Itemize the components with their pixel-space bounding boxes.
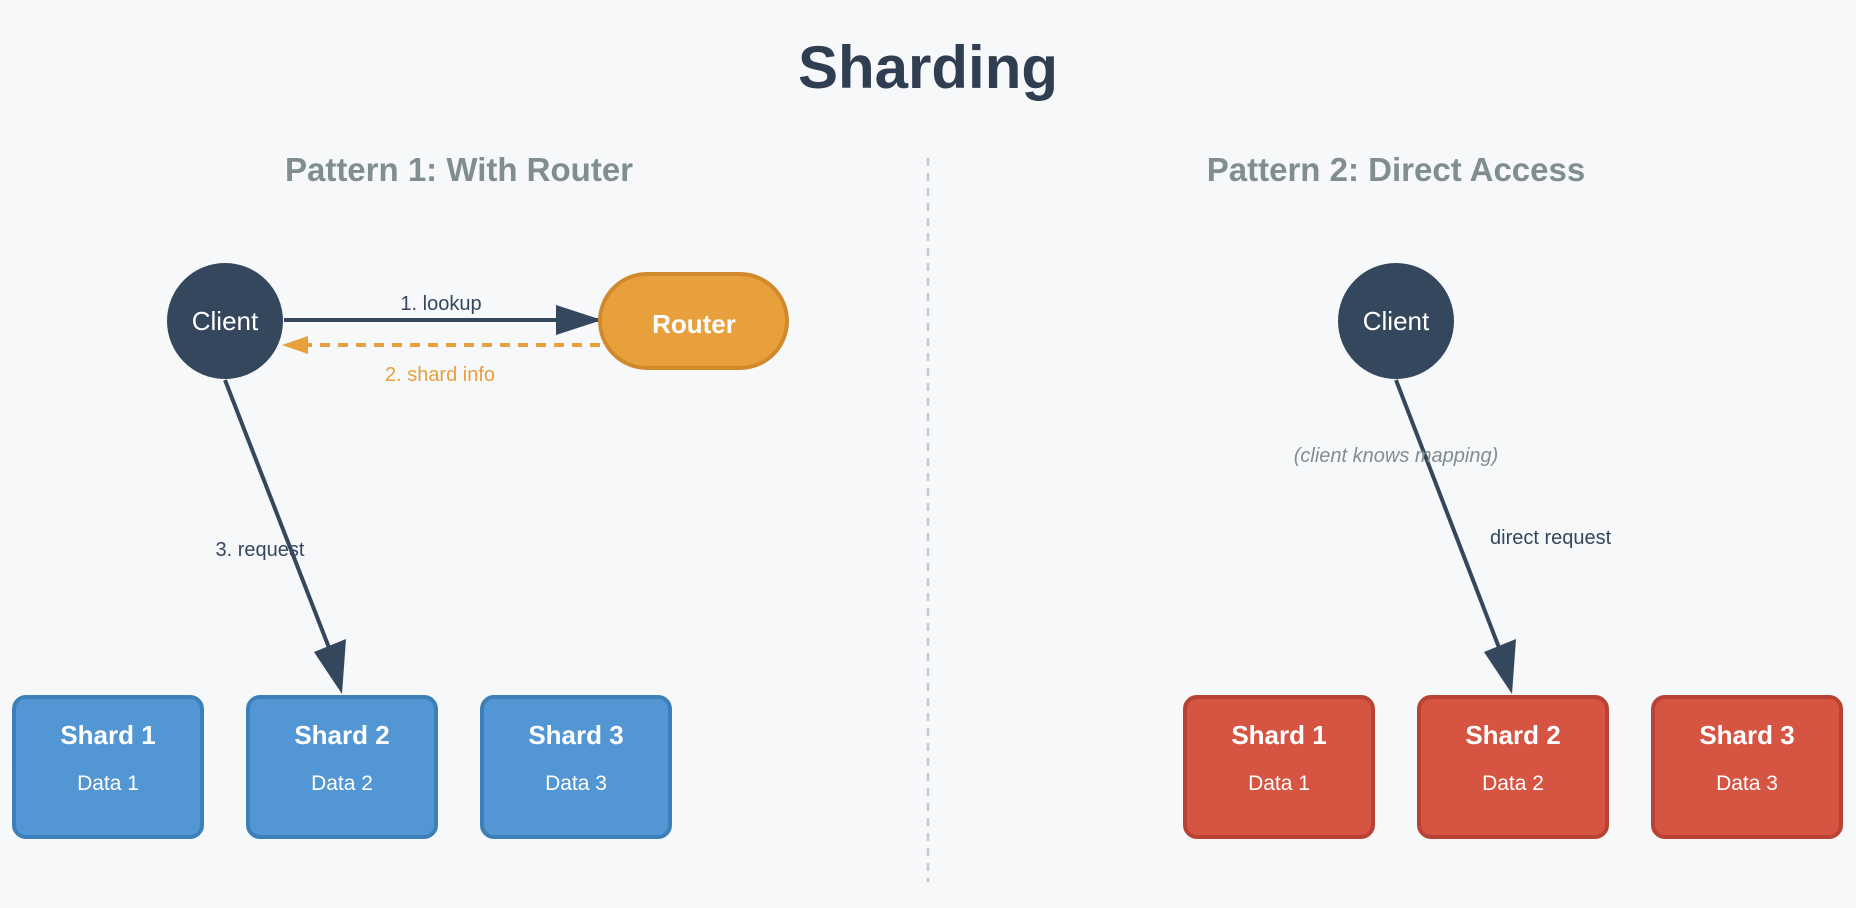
shard-title: Shard 3 (528, 720, 623, 750)
edge-request-label: 3. request (216, 539, 305, 561)
edge-request-arrowhead (314, 639, 346, 694)
shard-data: Data 1 (1248, 772, 1310, 795)
edge-lookup-arrowhead (556, 305, 602, 335)
shard-title: Shard 2 (1465, 720, 1560, 750)
edge-shard-info-arrowhead (282, 336, 308, 354)
edge-direct-request-arrowhead (1484, 639, 1516, 694)
router-node: Router (598, 272, 789, 370)
page-title: Sharding (798, 34, 1058, 101)
shard-data: Data 2 (311, 772, 373, 795)
client-mapping-note: (client knows mapping) (1294, 445, 1499, 467)
shard-1-node: Shard 1 Data 1 (12, 695, 204, 839)
client-node: Client (1338, 263, 1454, 379)
shard-2-node: Shard 2 Data 2 (1417, 695, 1609, 839)
pattern2-group: Pattern 2: Direct Access direct request … (1183, 151, 1843, 839)
edge-direct-request-label: direct request (1490, 527, 1612, 549)
edge-shard-info-label: 2. shard info (385, 364, 495, 386)
pattern1-group: Pattern 1: With Router 1. lookup 2. shar… (12, 151, 789, 839)
shard-data: Data 1 (77, 772, 139, 795)
client-node: Client (167, 263, 283, 379)
shard-2-node: Shard 2 Data 2 (246, 695, 438, 839)
edge-direct-request (1394, 379, 1505, 659)
shard-title: Shard 2 (294, 720, 389, 750)
shard-3-node: Shard 3 Data 3 (1651, 695, 1843, 839)
edge-request (223, 379, 335, 659)
shard-data: Data 3 (545, 772, 607, 795)
shard-title: Shard 3 (1699, 720, 1794, 750)
shard-title: Shard 1 (60, 720, 155, 750)
edge-lookup-label: 1. lookup (400, 293, 481, 315)
shard-data: Data 3 (1716, 772, 1778, 795)
shard-3-node: Shard 3 Data 3 (480, 695, 672, 839)
shard-title: Shard 1 (1231, 720, 1326, 750)
router-label: Router (652, 309, 736, 339)
client-label: Client (192, 306, 259, 336)
shard-data: Data 2 (1482, 772, 1544, 795)
pattern1-heading: Pattern 1: With Router (285, 151, 633, 188)
pattern2-heading: Pattern 2: Direct Access (1207, 151, 1585, 188)
client-label: Client (1363, 306, 1430, 336)
shard-1-node: Shard 1 Data 1 (1183, 695, 1375, 839)
